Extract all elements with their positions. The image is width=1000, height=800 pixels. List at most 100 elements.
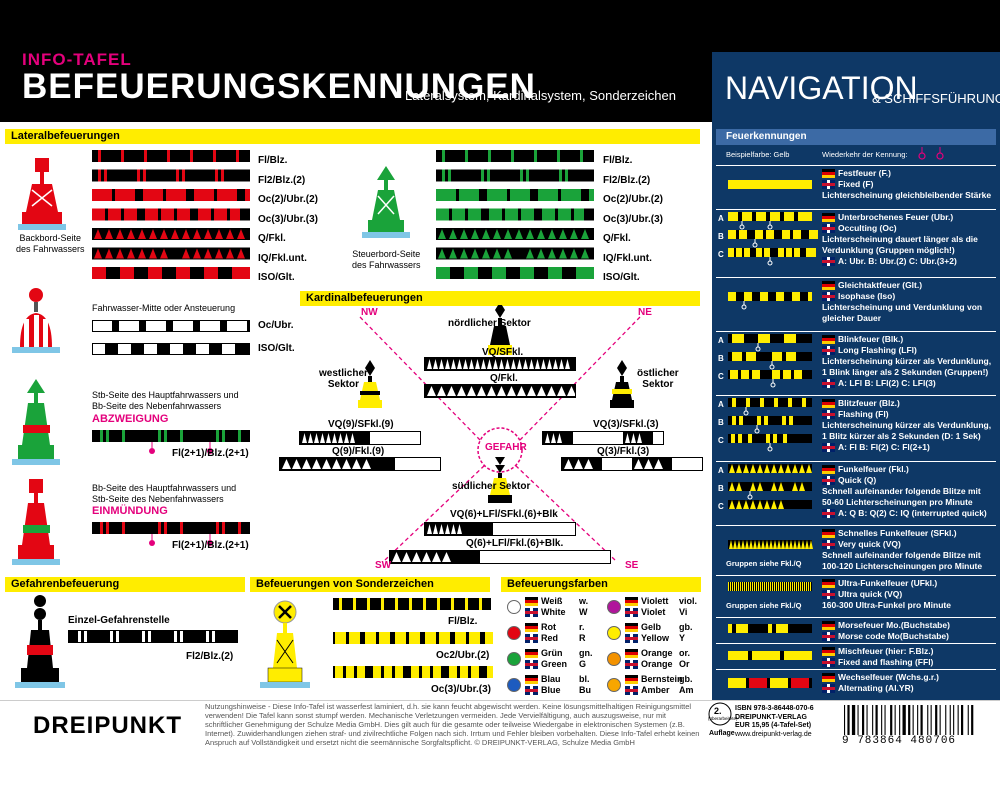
strip-background xyxy=(436,150,594,162)
flag-uk-icon xyxy=(822,224,835,234)
barcode-bar xyxy=(890,705,893,735)
barcode-bar xyxy=(935,705,938,735)
barcode-bar xyxy=(866,705,868,735)
light-segment xyxy=(731,434,735,443)
section-lateral-title: Lateralbefeuerungen xyxy=(5,129,700,144)
flash-triangle xyxy=(761,540,765,549)
barcode-bar xyxy=(881,705,883,735)
west-code-1: VQ(9)/SFkl.(9) xyxy=(328,419,394,430)
light-segment xyxy=(776,292,784,301)
red-strips-svg xyxy=(92,150,258,279)
flash-triangle xyxy=(805,540,809,549)
flag-uk-icon xyxy=(625,660,638,669)
flash-triangle xyxy=(445,524,450,534)
flash-triangle xyxy=(537,386,546,396)
light-pattern-strip xyxy=(728,678,812,688)
mitte-label-oc: Oc/Ubr. xyxy=(258,320,294,331)
light-segment xyxy=(739,416,743,425)
light-segment xyxy=(728,248,734,257)
light-segment xyxy=(479,598,482,610)
flag-uk-icon xyxy=(822,590,835,600)
barcode-bar xyxy=(894,705,896,735)
lateral-label: ISO/Glt. xyxy=(603,272,640,283)
light-segment xyxy=(757,416,761,425)
ultra-flash xyxy=(752,582,753,591)
flash-triangle xyxy=(326,433,331,443)
flash-triangle xyxy=(801,540,805,549)
flag-uk-icon xyxy=(525,686,538,695)
flash-triangle xyxy=(449,248,457,259)
flash-triangle xyxy=(523,359,528,369)
info-tafel-label: INFO-TAFEL xyxy=(22,50,132,69)
light-segment xyxy=(357,666,365,678)
strip-background xyxy=(728,416,812,425)
flag-de-icon xyxy=(822,621,835,631)
light-segment xyxy=(437,598,440,610)
flash-triangle xyxy=(559,248,567,259)
light-segment xyxy=(100,430,103,442)
green-light-strips xyxy=(436,150,602,290)
flash-triangle xyxy=(94,229,102,239)
light-segment xyxy=(783,434,787,443)
flash-triangle xyxy=(312,459,321,469)
ultra-flash xyxy=(800,582,801,591)
website: www.dreipunkt-verlag.de xyxy=(735,730,812,738)
light-segment xyxy=(145,208,158,221)
west-code-2: Q(9)/Fkl.(9) xyxy=(332,446,385,457)
light-segment xyxy=(395,598,398,610)
flash-triangle xyxy=(204,229,212,239)
flash-triangle xyxy=(570,229,578,239)
light-segment xyxy=(92,189,112,201)
flash-triangle xyxy=(116,229,124,239)
red-labels-column: Fl/Blz. Fl2/Blz.(2) Oc(2)/Ubr.(2) Oc(3)/… xyxy=(258,151,318,288)
light-segment xyxy=(212,630,215,643)
barcode-bar xyxy=(912,705,914,735)
light-segment xyxy=(548,267,562,279)
light-segment xyxy=(108,208,121,221)
ultra-flash xyxy=(776,582,777,591)
light-segment xyxy=(448,169,451,182)
oestlicher-sektor-label: östlicher Sektor xyxy=(637,368,679,390)
light-segment xyxy=(422,666,430,678)
light-segment xyxy=(782,416,786,425)
ultra-flash xyxy=(762,582,763,591)
light-segment xyxy=(534,150,537,162)
light-segment xyxy=(409,598,412,610)
light-segment xyxy=(768,624,772,633)
ultra-flash xyxy=(802,582,803,591)
flash-triangle xyxy=(338,433,343,443)
flash-triangle xyxy=(541,359,546,369)
light-segment xyxy=(124,208,137,221)
light-segment xyxy=(411,666,419,678)
light-segment xyxy=(468,208,481,221)
flash-triangle xyxy=(350,433,355,443)
flash-triangle xyxy=(226,229,234,239)
flash-triangle xyxy=(789,540,793,549)
light-segment xyxy=(98,150,101,162)
feuerkennung-row: Funkelfeuer (Fkl.)Quick (Q)Schnell aufei… xyxy=(716,461,996,521)
flash-triangle xyxy=(332,459,341,469)
light-segment xyxy=(481,169,484,182)
dreipunkt-logo: DREIPUNKT xyxy=(33,712,183,739)
flash-triangle xyxy=(743,500,749,509)
flash-triangle xyxy=(529,359,534,369)
flash-triangle xyxy=(792,464,798,473)
nordlicher-sektor-label: nördlicher Sektor xyxy=(448,318,531,329)
flash-triangle xyxy=(764,464,770,473)
flash-triangle xyxy=(422,552,431,562)
flash-triangle xyxy=(733,540,737,549)
flash-triangle xyxy=(806,464,812,473)
einmuendung-code: Fl(2+1)/Blz.(2+1) xyxy=(172,540,249,551)
barcode-bar xyxy=(862,705,865,735)
flash-triangle xyxy=(127,229,135,239)
barcode-bar xyxy=(851,705,856,735)
flash-triangle xyxy=(226,248,234,259)
flash-triangle xyxy=(785,540,789,549)
flash-triangle xyxy=(463,359,468,369)
fixed-light xyxy=(728,651,812,660)
light-segment xyxy=(442,150,445,162)
